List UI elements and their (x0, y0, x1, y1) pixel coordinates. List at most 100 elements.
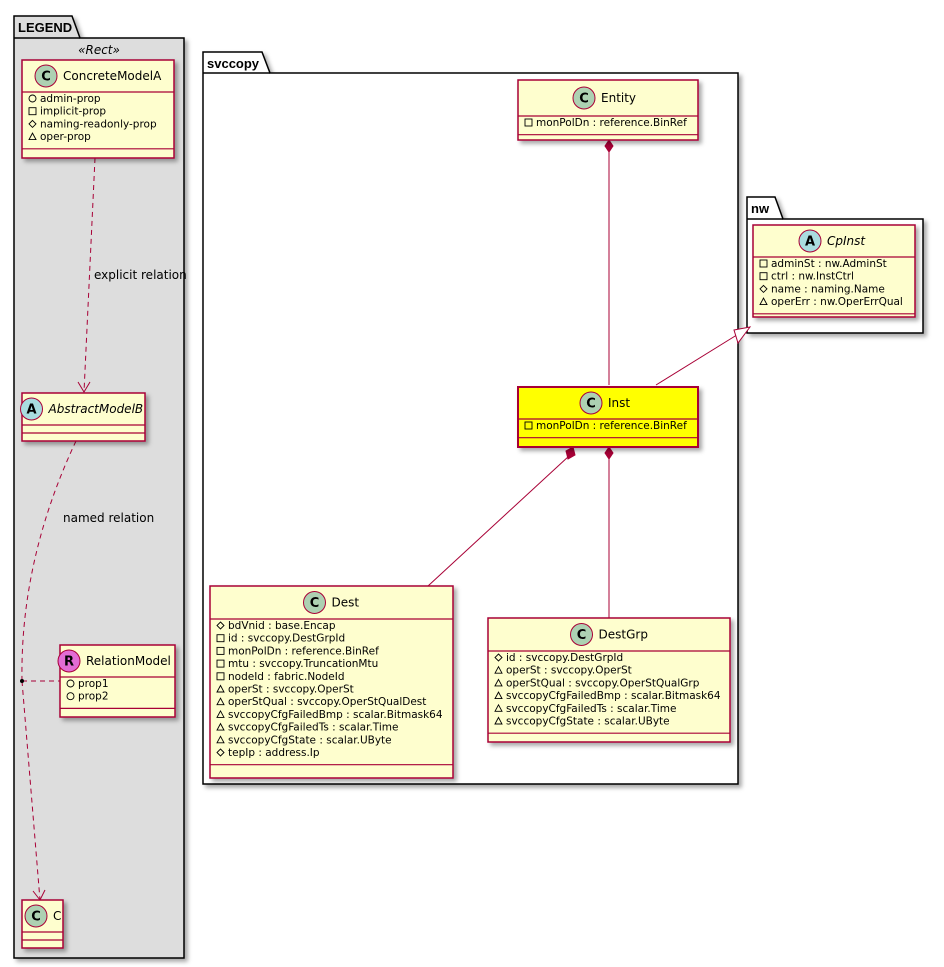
class-kind-letter: R (64, 655, 74, 670)
class-kind-icon (579, 391, 603, 415)
protected-visibility-icon (759, 284, 768, 294)
class-attribute: operErr : nw.OperErrQual (771, 296, 903, 308)
class-attribute: admin-prop (40, 93, 101, 105)
package-visibility-icon (494, 665, 503, 674)
relation-dot (20, 679, 24, 683)
protected-visibility-icon (216, 621, 225, 630)
protected-visibility-icon (494, 653, 503, 662)
private-visibility-icon (524, 118, 533, 127)
class-kind-icon (57, 649, 81, 673)
class-name: ConcreteModelA (63, 69, 162, 83)
public-visibility-icon (66, 679, 75, 688)
package-legend (13, 15, 185, 959)
class-name: C (53, 909, 61, 923)
class-kind-letter: C (31, 910, 41, 925)
private-visibility-icon (216, 672, 225, 681)
package-visibility-icon (759, 297, 768, 306)
class-name: Dest (332, 596, 360, 610)
class-name: RelationModel (86, 654, 171, 668)
class-box (517, 386, 699, 448)
class-kind-icon (24, 904, 48, 928)
class-attribute: prop1 (78, 678, 109, 690)
class-attribute: svccopyCfgState : scalar.UByte (228, 734, 392, 746)
private-visibility-icon (524, 421, 533, 430)
class-box (517, 79, 699, 141)
class-box (209, 585, 454, 779)
explicit-relation-label: explicit relation (94, 268, 187, 282)
class-kind-icon (572, 86, 596, 110)
diamond-entity (604, 139, 614, 153)
package-nw-title: nw (751, 201, 770, 216)
generalization-triangle (733, 326, 752, 345)
edge-named-relation-a (21, 440, 77, 682)
private-visibility-icon (759, 259, 768, 268)
class-kind-icon (798, 229, 822, 253)
class-attribute: monPolDn : reference.BinRef (536, 117, 687, 129)
class-kind-icon (20, 397, 43, 421)
class-attribute: bdVnid : base.Encap (228, 620, 336, 632)
named-relation-label: named relation (63, 511, 154, 525)
edge-inst-cpinst (655, 332, 741, 386)
edges (21, 150, 741, 901)
class-name: CpInst (827, 234, 866, 248)
class-kind-icon (303, 591, 326, 614)
private-visibility-icon (759, 272, 768, 281)
class-kind-letter: C (41, 70, 51, 85)
package-legend-title: LEGEND (18, 20, 72, 35)
class-attribute: naming-readonly-prop (40, 118, 157, 130)
package-visibility-icon (494, 703, 503, 712)
class-attribute: nodeId : fabric.NodeId (228, 671, 344, 683)
class-attribute: svccopyCfgFailedTs : scalar.Time (506, 703, 676, 715)
class-attribute: svccopyCfgFailedTs : scalar.Time (228, 722, 398, 734)
class-box (21, 392, 146, 442)
class-attribute: monPolDn : reference.BinRef (228, 645, 379, 657)
class-kind-icon (570, 623, 593, 646)
package-visibility-icon (216, 709, 225, 718)
class-kind-icon (34, 64, 58, 88)
diamond-inst-destgrp (604, 446, 614, 460)
package-visibility-icon (216, 684, 225, 693)
class-kind-letter: A (26, 403, 36, 418)
class-attribute: svccopyCfgFailedBmp : scalar.Bitmask64 (506, 690, 721, 702)
private-visibility-icon (28, 107, 37, 116)
class-box (752, 224, 916, 318)
class-attribute: operSt : svccopy.OperSt (506, 665, 632, 677)
class-attribute: name : naming.Name (771, 283, 885, 295)
class-attribute: operStQual : svccopy.OperStQualGrp (506, 677, 700, 689)
class-name: Inst (608, 396, 630, 410)
class-attribute: adminSt : nw.AdminSt (771, 258, 887, 270)
class-entity[interactable]: C Entity monPolDn : reference.BinRef (517, 79, 699, 141)
package-visibility-icon (216, 735, 225, 744)
class-kind-letter: C (577, 628, 587, 643)
class-attribute: operSt : svccopy.OperSt (228, 684, 354, 696)
class-box (487, 617, 731, 743)
protected-visibility-icon (28, 119, 37, 129)
package-visibility-icon (28, 132, 37, 141)
package-visibility-icon (494, 716, 503, 725)
class-attribute: svccopyCfgState : scalar.UByte (506, 716, 670, 728)
class-attribute: oper-prop (40, 131, 91, 143)
private-visibility-icon (216, 659, 225, 668)
legend-stereotype: «Rect» (78, 43, 120, 57)
edge-explicit-relation (83, 157, 96, 393)
class-kind-letter: C (579, 92, 589, 107)
class-attribute: tepIp : address.Ip (228, 747, 320, 759)
public-visibility-icon (28, 94, 37, 103)
class-attribute: mtu : svccopy.TruncationMtu (228, 658, 378, 670)
package-svccopy-title: svccopy (207, 56, 260, 71)
class-attribute: svccopyCfgFailedBmp : scalar.Bitmask64 (228, 709, 443, 721)
package-visibility-icon (494, 691, 503, 700)
class-name: Entity (601, 91, 636, 105)
class-attribute: ctrl : nw.InstCtrl (771, 271, 854, 283)
class-attribute: id : svccopy.DestGrpId (228, 633, 345, 645)
